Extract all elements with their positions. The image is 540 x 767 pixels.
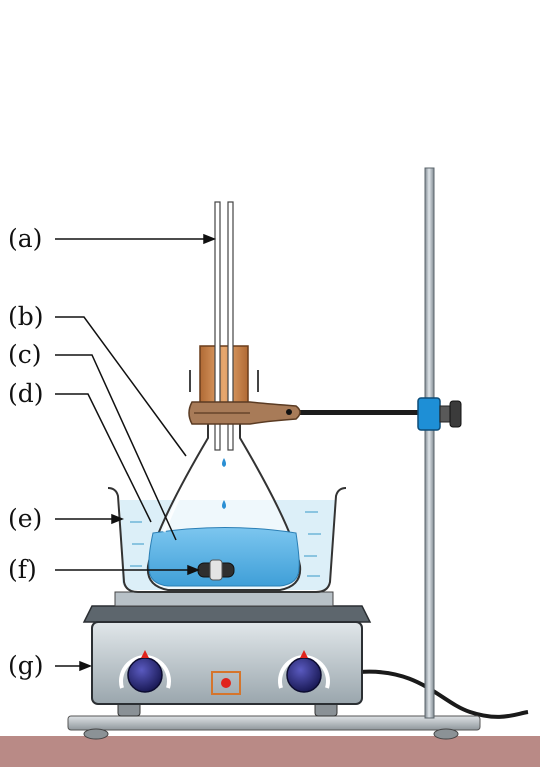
- leader-lines: [55, 233, 217, 672]
- conical-flask: [146, 417, 302, 591]
- stand-foot-left: [83, 728, 109, 740]
- label-b: (b): [8, 302, 44, 331]
- leader-e-arrow-icon: [111, 513, 125, 525]
- boss-screw: [439, 405, 451, 423]
- power-cable: [359, 669, 529, 719]
- hotplate-stirrer: [82, 591, 372, 717]
- clamp-pivot: [286, 409, 292, 415]
- knob-left-marker-icon: [141, 650, 149, 658]
- knob-left: [127, 657, 163, 693]
- flask-clamp: [188, 397, 462, 431]
- leader-a-arrow-icon: [203, 233, 217, 245]
- glass-tube-right: [227, 201, 234, 451]
- indicator-light: [221, 678, 231, 688]
- stir-bar-band: [209, 559, 223, 581]
- boss-screw-knob: [449, 400, 462, 428]
- water-bath-wall: [107, 487, 347, 593]
- label-g: (g): [8, 651, 44, 680]
- glass-tube-left: [214, 201, 221, 451]
- leader-f-arrow-icon: [187, 564, 201, 576]
- label-c: (c): [8, 340, 42, 369]
- leader-b: [55, 316, 187, 457]
- label-f: (f): [8, 555, 37, 584]
- condensate-drop-1: [222, 458, 226, 467]
- condensate-drop-2: [222, 500, 226, 509]
- clamp-arm-rod: [290, 410, 422, 415]
- leader-g-arrow-icon: [79, 660, 93, 672]
- knob-right-marker-icon: [300, 650, 308, 658]
- leader-d: [55, 393, 152, 523]
- flask-liquid: [148, 527, 300, 587]
- knob-right: [286, 657, 322, 693]
- label-d: (d): [8, 379, 44, 408]
- leader-c: [55, 354, 177, 541]
- rubber-stopper: [199, 345, 249, 407]
- label-a: (a): [8, 224, 42, 253]
- glass-tubes: [214, 201, 234, 451]
- flask-neck-lip: [189, 370, 259, 392]
- stand-foot-right: [433, 728, 459, 740]
- indicator-frame: [211, 671, 241, 695]
- label-e: (e): [8, 504, 42, 533]
- hotplate-top: [82, 605, 372, 623]
- flask-highlight: [162, 455, 203, 533]
- stand-base-plate: [67, 715, 481, 731]
- ground: [0, 736, 540, 767]
- magnetic-stir-bar: [197, 559, 235, 581]
- hotplate-top-plate: [114, 591, 334, 607]
- boss-head: [417, 397, 441, 431]
- stand-rod: [424, 167, 435, 719]
